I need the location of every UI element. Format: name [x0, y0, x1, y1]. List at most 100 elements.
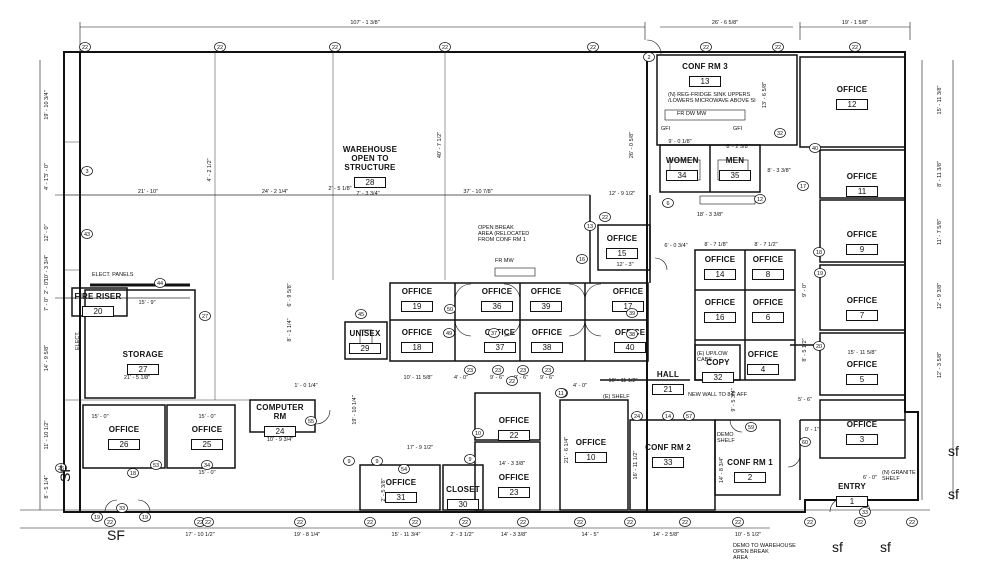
- room-tag-label: 26: [58, 466, 64, 472]
- note-frdw: FR DW MW: [677, 111, 707, 117]
- dimension-label: 15' - 9": [138, 300, 156, 306]
- room-tag-circle: [443, 328, 455, 338]
- room-tag: 12: [754, 194, 766, 204]
- room-tag: 9: [371, 456, 383, 466]
- room-tag-label: 22: [577, 520, 583, 526]
- room-number: 34: [666, 170, 698, 181]
- room-18: OFFICE 18: [397, 328, 437, 355]
- room-tag-label: 33: [119, 506, 125, 512]
- room-tag-label: 18: [816, 250, 822, 256]
- room-tag: 33: [116, 503, 128, 513]
- room-number: 29: [349, 343, 381, 354]
- room-tag-label: 19: [817, 271, 823, 277]
- room-tag-circle: [464, 365, 476, 375]
- room-tag-label: 22: [442, 45, 448, 51]
- room-tag: 22: [202, 517, 214, 527]
- room-number: 18: [401, 342, 433, 353]
- room-number: 3: [846, 434, 878, 445]
- room-tag-circle: [116, 503, 128, 513]
- note-sink: (N) REG-FRIDGE SINK UPPERS /LOWERS MICRO…: [668, 92, 756, 104]
- dimension-label: 17' - 9 1/2": [406, 445, 434, 451]
- room-tag-label: 43: [84, 232, 90, 238]
- dimension-label: 21' - 5 1/8": [123, 375, 151, 381]
- room-number: 27: [127, 364, 159, 375]
- room-tag: 22: [364, 517, 376, 527]
- room-tag: 11: [555, 388, 567, 398]
- room-number: 19: [401, 301, 433, 312]
- room-tag-circle: [643, 52, 655, 62]
- room-number: 25: [191, 439, 223, 450]
- room-tag-circle: [700, 42, 712, 52]
- room-tag-circle: [305, 416, 317, 426]
- room-tag-label: 17: [800, 184, 806, 190]
- room-tag-circle: [214, 42, 226, 52]
- room-tag-label: 53: [153, 463, 159, 469]
- room-tag-label: 60: [802, 440, 808, 446]
- room-tag-circle: [409, 517, 421, 527]
- room-tag-label: 22: [205, 520, 211, 526]
- room-tag: 53: [150, 460, 162, 470]
- dimension-label: 15' - 0": [198, 470, 216, 476]
- room-name: OFFICE: [401, 328, 433, 337]
- room-tag-label: 22: [857, 520, 863, 526]
- room-tag-label: 22: [703, 45, 709, 51]
- room-tag-circle: [517, 365, 529, 375]
- dimension-label: 4' - 0": [572, 383, 588, 389]
- room-tag: 57: [683, 411, 695, 421]
- room-tag-label: 22: [909, 520, 915, 526]
- dimension-label: 18' - 3 3/8": [696, 212, 724, 218]
- dimension-label: 15' - 11 5/8": [847, 350, 877, 356]
- room-tag-label: 22: [682, 520, 688, 526]
- room-tag-label: 9: [375, 459, 378, 465]
- room-tag-label: 18: [130, 471, 136, 477]
- room-tag: 10: [472, 428, 484, 438]
- room-tag: 23: [542, 365, 554, 375]
- room-name: OFFICE: [401, 287, 433, 296]
- room-name: OFFICE: [846, 296, 878, 305]
- room-tag-circle: [81, 229, 93, 239]
- room-tag: 55: [305, 416, 317, 426]
- room-tag-circle: [624, 517, 636, 527]
- dimension-label: 14' - 3 3/8": [500, 532, 528, 538]
- note-demo-shelf: DEMO SHELF: [717, 432, 735, 444]
- room-tag-label: 22: [775, 45, 781, 51]
- room-name: OFFICE: [484, 328, 516, 337]
- room-tag-circle: [355, 309, 367, 319]
- room-tag-circle: [439, 42, 451, 52]
- room-tag-label: 50: [447, 307, 453, 313]
- note-gfi2: GFI: [733, 126, 743, 132]
- room-number: 9: [846, 244, 878, 255]
- room-tag-label: 38: [629, 332, 635, 338]
- room-number: 23: [498, 487, 530, 498]
- room-tag-label: 9: [468, 457, 471, 463]
- room-tag-circle: [683, 411, 695, 421]
- room-tag-circle: [587, 42, 599, 52]
- room-tag: 19: [91, 512, 103, 522]
- room-number: 26: [108, 439, 140, 450]
- room-tag-circle: [127, 468, 139, 478]
- dimension-label: 6' - 0": [862, 475, 878, 481]
- room-tag: 6: [662, 198, 674, 208]
- dimension-label: 15' - 0": [91, 414, 109, 420]
- room-tag-circle: [459, 517, 471, 527]
- room-name: COMPUTER RM: [256, 403, 304, 421]
- room-tag-circle: [154, 278, 166, 288]
- room-tag-circle: [150, 460, 162, 470]
- dimension-label: 8' - 2 3/8": [726, 144, 750, 150]
- room-tag-circle: [199, 311, 211, 321]
- room-number: 10: [575, 452, 607, 463]
- room-tag-label: 34: [204, 463, 210, 469]
- room-name: OFFICE: [108, 425, 140, 434]
- dimension-label: 26' - 6 5/8": [711, 20, 739, 26]
- room-tag-label: 59: [748, 425, 754, 431]
- dimension-label: 12' - 9 1/2": [608, 191, 636, 197]
- dimension-label: 17' - 10 1/2": [185, 532, 215, 538]
- room-name: CONF RM 3: [682, 62, 728, 71]
- sf-marker: sf: [832, 539, 843, 555]
